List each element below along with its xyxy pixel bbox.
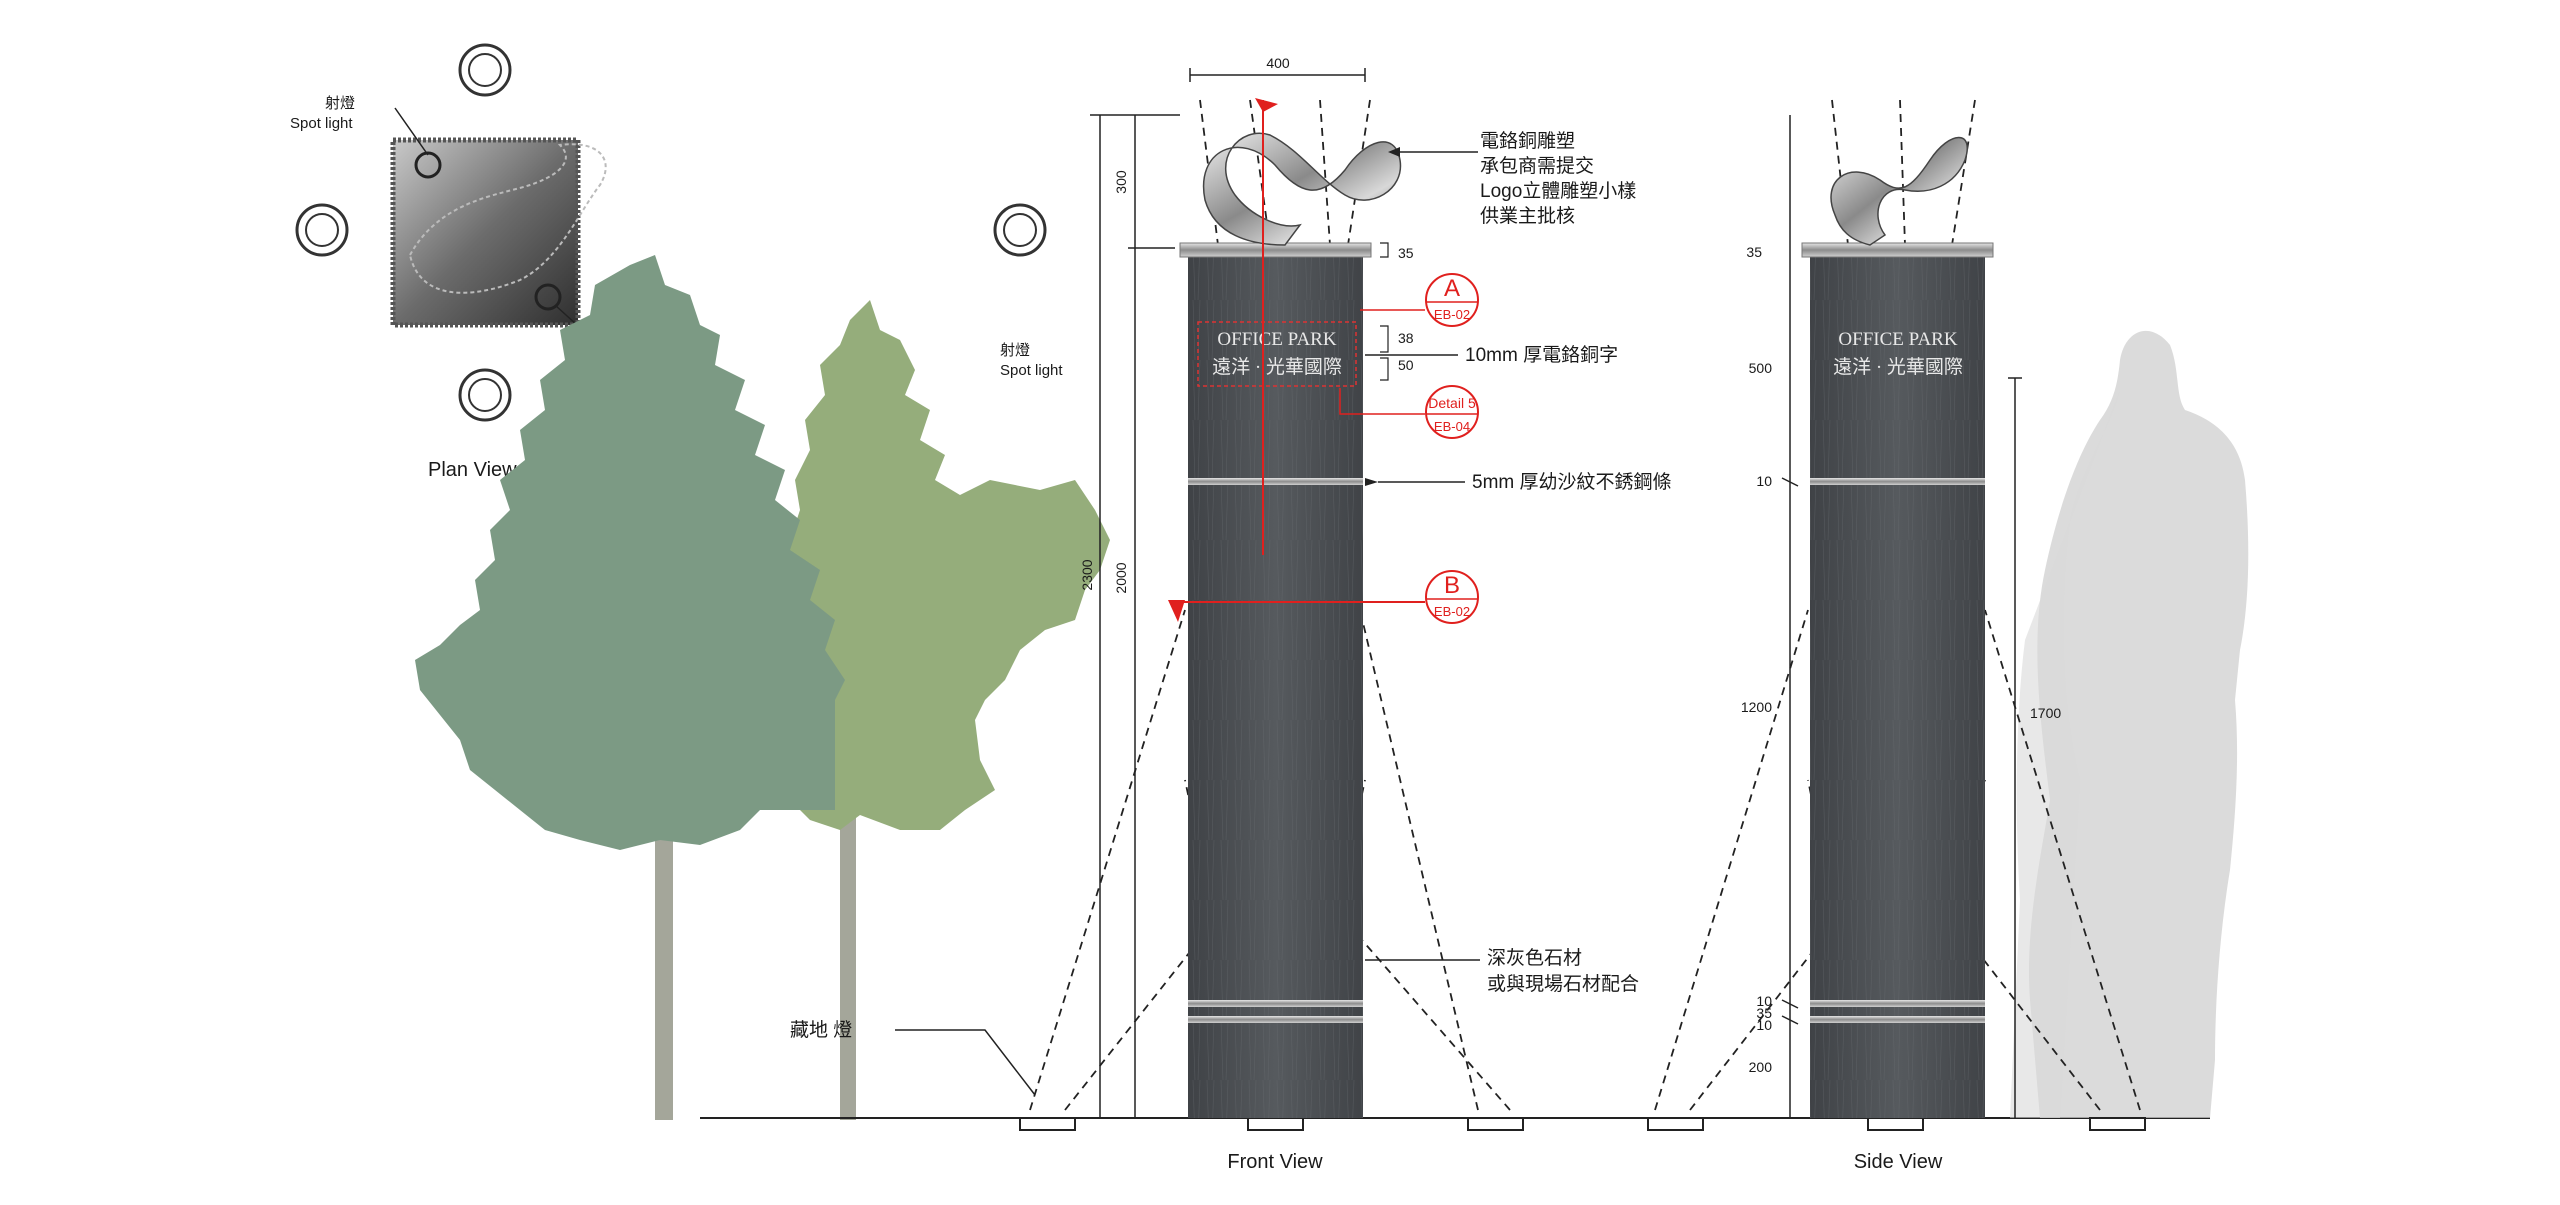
plan-pillar-square [390,137,581,328]
side-sculpture [1830,136,1968,246]
spotlight-circle [295,203,349,257]
note-sculpture-4: 供業主批核 [1480,205,1575,227]
note-stone-2: 或與現場石材配合 [1487,973,1639,995]
ground-light [1867,1117,1924,1131]
front-dim-total: 2300 [1079,559,1095,590]
side-view-title: Side View [1854,1151,1943,1173]
plan-view: 射燈 Spot light 射燈 Spot light Plan View [290,43,1063,481]
front-sign-cn: 遠洋 · 光華國際 [1212,356,1342,378]
front-steel-strip [1188,478,1363,485]
front-dim-width: 400 [1266,55,1290,71]
note-sculpture-1: 電鉻銅雕塑 [1480,130,1575,152]
ground-light [1019,1117,1076,1131]
side-dim-strip3: 10 [1756,1017,1772,1033]
side-dim-strip2: 10 [1756,993,1772,1009]
front-steel-strip [1188,1000,1363,1007]
front-view: OFFICE PARK 遠洋 · 光華國際 400 2300 300 2000 … [700,55,2210,1173]
front-dim-top: 300 [1113,170,1129,194]
spotlight-circle [458,43,512,97]
person-silhouette [2029,330,2249,1119]
plan-spotlight-cn: 射燈 [325,95,355,112]
callout-detail[interactable]: Detail 5 EB-04 [1339,385,1479,439]
note-letters: 10mm 厚電鉻銅字 [1465,344,1618,366]
side-steel-strip [1810,1016,1985,1023]
note-sculpture-3: Logo立體雕塑小樣 [1480,180,1636,202]
tree-trunk [840,810,856,1120]
ground-light [1647,1117,1704,1131]
side-view: OFFICE PARK 遠洋 · 光華國際 35 500 10 1200 10 … [1647,99,2249,1173]
side-dim-base: 200 [1749,1059,1773,1075]
front-dim-text-h: 38 [1398,330,1414,346]
side-dim-cap: 35 [1746,244,1762,260]
note-ground-light: 藏地 燈 [790,1019,852,1041]
plan-sculpture-outline [408,143,607,294]
side-dim-upper: 500 [1749,360,1773,376]
tree-illustration [415,255,1110,1120]
note-stone-1: 深灰色石材 [1487,947,1582,969]
note-strip: 5mm 厚幼沙紋不銹鋼條 [1472,471,1672,493]
callout-b-ref: EB-02 [1434,604,1470,619]
front-steel-strip [1188,1016,1363,1023]
side-steel-strip [1810,1000,1985,1007]
note-sculpture-2: 承包商需提交 [1480,155,1594,177]
front-dim-body: 2000 [1113,562,1129,593]
callout-a-ref: EB-02 [1434,307,1470,322]
ground-light [1467,1117,1524,1131]
side-spotlight-cn: 射燈 [1000,342,1030,359]
callout-a-letter: A [1444,275,1460,302]
front-dim-text-gap: 50 [1398,357,1414,373]
plan-view-title: Plan View [428,459,517,481]
callout-detail-label: Detail 5 [1428,395,1476,411]
ground-light [1247,1117,1304,1131]
side-sign-en: OFFICE PARK [1838,329,1957,350]
spotlight-circle [993,203,1047,257]
side-steel-strip [1810,478,1985,485]
front-sculpture [1202,132,1402,246]
tree-canopy-light [760,300,1110,830]
plan-spotlight-en: Spot light [290,115,353,132]
front-view-title: Front View [1227,1151,1323,1173]
side-dim-gap: 35 [1756,1005,1772,1021]
callout-a[interactable]: A EB-02 [1360,273,1479,327]
side-spotlight-en: Spot light [1000,362,1063,379]
spotlight-circle [458,368,512,422]
ground-light [2089,1117,2146,1131]
front-dim-cap: 35 [1398,245,1414,261]
front-sign-en: OFFICE PARK [1217,329,1336,350]
side-sign-cn: 遠洋 · 光華國際 [1833,356,1963,378]
side-pillar-cap [1801,242,1994,258]
callout-b-letter: B [1444,572,1460,599]
side-dim-strip1: 10 [1756,473,1772,489]
callout-detail-ref: EB-04 [1434,419,1470,434]
side-dim-middle: 1200 [1741,699,1772,715]
tree-trunk [655,830,673,1120]
side-dim-person: 1700 [2030,705,2061,721]
callout-b[interactable]: B EB-02 [1425,570,1479,624]
